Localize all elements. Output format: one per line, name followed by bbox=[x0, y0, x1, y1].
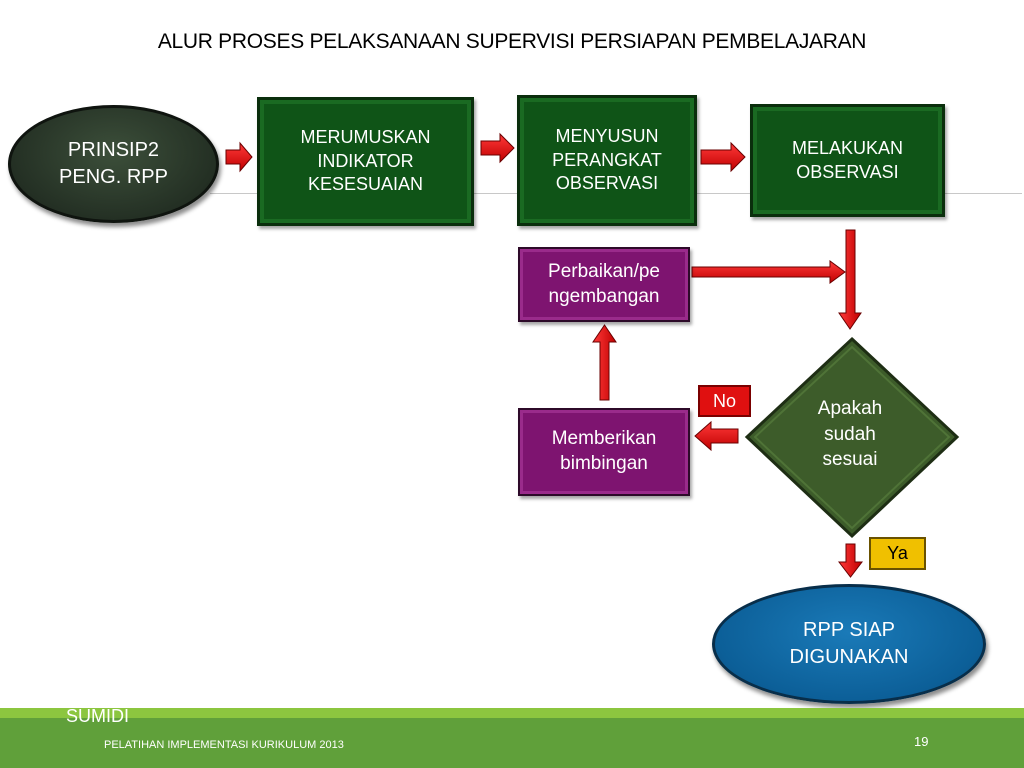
decision-diamond-highlight bbox=[753, 345, 951, 530]
decision-label: Apakah sudah sesuai bbox=[817, 398, 883, 471]
page-number: 19 bbox=[914, 734, 929, 749]
end-node-oval: RPP SIAP DIGUNAKAN bbox=[712, 584, 986, 704]
start-node-label: PRINSIP2 PENG. RPP bbox=[59, 139, 168, 188]
step2-box: MENYUSUN PERANGKAT OBSERVASI bbox=[517, 95, 697, 226]
improve-label: Perbaikan/pe ngembangan bbox=[548, 260, 660, 307]
arrow-decision-to-end bbox=[837, 543, 864, 578]
improve-box: Perbaikan/pe ngembangan bbox=[518, 247, 690, 322]
arrow-step3-to-decision bbox=[838, 229, 862, 330]
footer-accent-bar bbox=[0, 708, 1024, 718]
start-node-oval: PRINSIP2 PENG. RPP bbox=[8, 105, 219, 223]
arrow-step1-to-step2 bbox=[480, 132, 515, 164]
guidance-label: Memberikan bimbingan bbox=[551, 428, 657, 474]
yes-tag-label: Ya bbox=[887, 543, 908, 563]
footer-bar bbox=[0, 718, 1024, 768]
end-node-label: RPP SIAP DIGUNAKAN bbox=[789, 619, 909, 668]
step3-label: MELAKUKAN OBSERVASI bbox=[791, 138, 904, 182]
arrow-decision-to-guidance bbox=[694, 420, 739, 452]
step1-label: MERUMUSKAN INDIKATOR KESESUAIAN bbox=[300, 127, 431, 195]
footer-caption: PELATIHAN IMPLEMENTASI KURIKULUM 2013 bbox=[104, 739, 344, 751]
yes-tag: Ya bbox=[869, 537, 926, 570]
no-tag-label: No bbox=[712, 390, 736, 411]
arrow-start-to-step1 bbox=[225, 141, 253, 173]
footer-author: SUMIDI bbox=[66, 706, 129, 726]
diagram-title: ALUR PROSES PELAKSANAAN SUPERVISI PERSIA… bbox=[157, 30, 867, 53]
no-tag: No bbox=[698, 385, 751, 417]
arrow-improve-to-flow bbox=[691, 260, 846, 284]
arrow-guidance-to-improve bbox=[592, 324, 617, 401]
step3-box: MELAKUKAN OBSERVASI bbox=[750, 104, 945, 217]
decision-diamond-shape bbox=[744, 336, 960, 539]
step1-box: MERUMUSKAN INDIKATOR KESESUAIAN bbox=[257, 97, 474, 226]
guidance-box: Memberikan bimbingan bbox=[518, 408, 690, 496]
step2-label: MENYUSUN PERANGKAT OBSERVASI bbox=[552, 126, 662, 194]
arrow-step2-to-step3 bbox=[700, 141, 746, 173]
